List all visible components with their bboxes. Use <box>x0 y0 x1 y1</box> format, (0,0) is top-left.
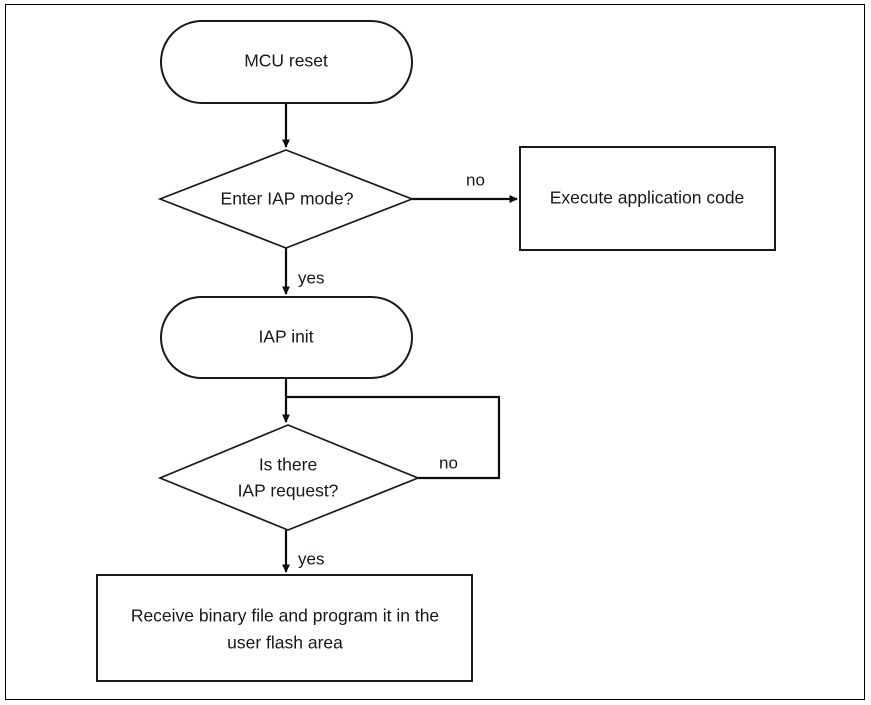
node-decision-iap-request <box>157 424 421 531</box>
node-receive-binary-file-label-line2: user flash area <box>227 633 343 653</box>
node-execute-application-code <box>519 146 776 251</box>
node-iap-init-label: IAP init <box>258 327 313 347</box>
node-decision-iap-request-label-line2: IAP request? <box>238 481 339 501</box>
edge-label-decision-enter-iap-no: no <box>466 170 485 189</box>
node-mcu-reset-label: MCU reset <box>244 51 328 71</box>
edge-label-decision-enter-iap-yes: yes <box>298 268 324 287</box>
node-mcu-reset <box>160 20 413 104</box>
edge-label-decision-iap-request-yes: yes <box>298 549 324 568</box>
edge-label-decision-iap-request-no: no <box>439 453 458 472</box>
node-decision-enter-iap <box>157 149 415 249</box>
node-decision-iap-request-label-line1: Is there <box>259 455 317 475</box>
node-receive-binary-file-label-line1: Receive binary file and program it in th… <box>131 606 439 626</box>
node-decision-enter-iap-label: Enter IAP mode? <box>221 189 354 209</box>
edge-decision-request-no-loop <box>286 395 501 480</box>
node-execute-application-code-label: Execute application code <box>550 188 745 208</box>
node-iap-init <box>160 296 413 379</box>
node-receive-binary-file <box>96 574 473 682</box>
